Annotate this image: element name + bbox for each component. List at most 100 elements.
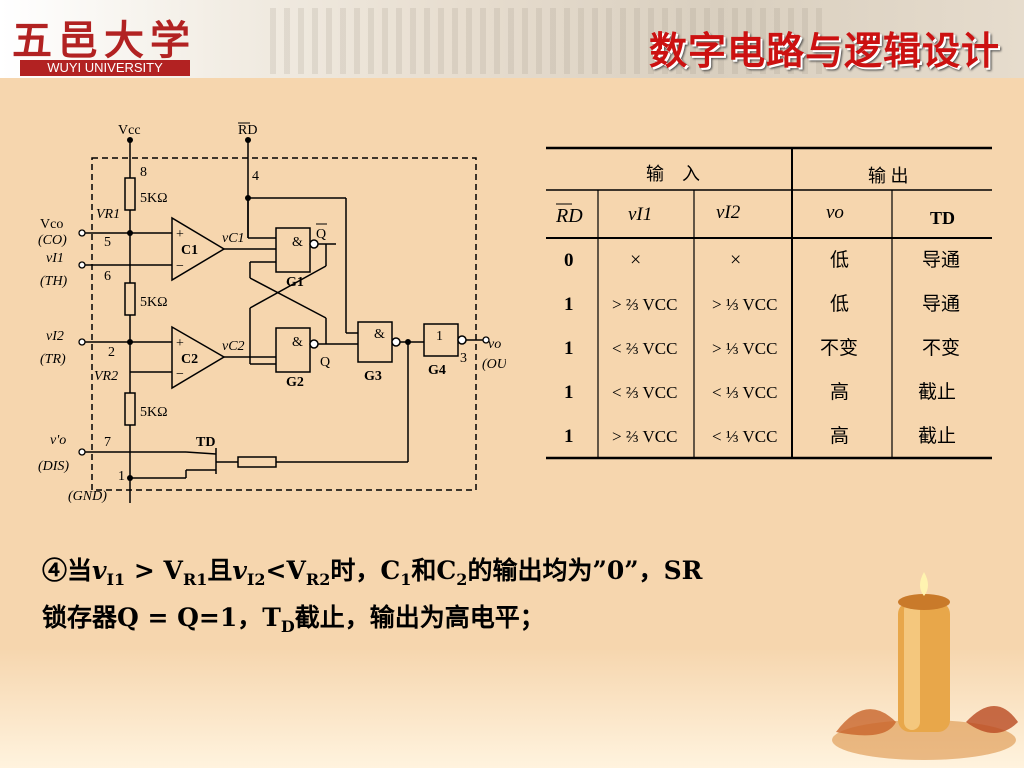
label-pin6: 6 [104, 269, 111, 284]
label-amp-g3: & [374, 327, 385, 342]
col-vo: vo [826, 202, 844, 223]
svg-text:1: 1 [564, 382, 574, 403]
label-plus1: + [176, 227, 184, 242]
page-title: 数字电路与逻辑设计 [648, 29, 1000, 73]
col-vi2: vI2 [716, 202, 741, 223]
svg-text:导通: 导通 [922, 293, 960, 315]
label-tr: (TR) [40, 352, 66, 367]
header-banner: 五邑大学 WUYI UNIVERSITY 数字电路与逻辑设计 [0, 0, 1024, 78]
label-co: (CO) [38, 233, 67, 248]
label-r2: 5KΩ [140, 295, 168, 310]
label-vi1: vI1 [46, 251, 64, 266]
svg-text:截止: 截止 [918, 425, 956, 447]
svg-text:1: 1 [564, 338, 574, 359]
label-vi2: vI2 [46, 329, 64, 344]
label-c1: C1 [181, 243, 198, 258]
truth-table: 输 入 输 出 RD vI1 vI2 vo TD 0 × × 低 导通 1 > … [546, 146, 992, 460]
label-pin2: 2 [108, 345, 115, 360]
table-row: 1 > ⅔ VCC > ⅓ VCC 低 导通 [564, 293, 960, 315]
label-vcc: Vcc [118, 123, 141, 138]
gate-g2 [275, 327, 311, 373]
explanation-line-2: 锁存器Q = Q=1，TD截止，输出为高电平； [42, 603, 545, 636]
header-output: 输 出 [868, 166, 909, 186]
label-r3: 5KΩ [140, 405, 168, 420]
label-out: (OUT) [482, 357, 506, 372]
svg-text:< ⅔ VCC: < ⅔ VCC [612, 339, 678, 358]
svg-text:1: 1 [564, 294, 574, 315]
comparator-c1 [171, 216, 226, 282]
label-vo: vo [488, 337, 501, 352]
label-dis: (DIS) [38, 459, 69, 474]
label-q: Q [320, 355, 330, 370]
svg-text:0: 0 [564, 250, 574, 271]
svg-text:1: 1 [564, 426, 574, 447]
label-pin1: 1 [118, 469, 125, 484]
col-rd: RD [555, 205, 583, 227]
resistor-3 [124, 392, 136, 426]
svg-text:高: 高 [830, 425, 849, 447]
table-row: 1 < ⅔ VCC < ⅓ VCC 高 截止 [564, 381, 956, 403]
svg-text:不变: 不变 [922, 337, 960, 359]
label-g4: G4 [428, 363, 446, 378]
comparator-c2 [171, 325, 226, 390]
label-g1: G1 [286, 275, 304, 290]
chip-boundary [91, 157, 477, 491]
table-row: 0 × × 低 导通 [564, 249, 960, 271]
gate-g1 [275, 227, 311, 273]
label-c2: C2 [181, 352, 198, 367]
label-g2: G2 [286, 375, 304, 390]
label-pin3: 3 [460, 351, 467, 366]
label-vco: Vco [40, 217, 63, 232]
svg-text:< ⅓ VCC: < ⅓ VCC [712, 427, 778, 446]
building-image [270, 8, 830, 74]
svg-text:×: × [630, 249, 641, 271]
resistor-1 [124, 177, 136, 211]
svg-text:< ⅓ VCC: < ⅓ VCC [712, 383, 778, 402]
label-vr2: VR2 [94, 369, 118, 384]
table-row: 1 > ⅔ VCC < ⅓ VCC 高 截止 [564, 425, 956, 447]
svg-text:> ⅔ VCC: > ⅔ VCC [612, 427, 678, 446]
label-qbar: Q [316, 227, 326, 242]
label-r1: 5KΩ [140, 191, 168, 206]
svg-text:导通: 导通 [922, 249, 960, 271]
label-amp-g1: & [292, 235, 303, 250]
svg-text:截止: 截止 [918, 381, 956, 403]
label-pin5: 5 [104, 235, 111, 250]
svg-text:> ⅓ VCC: > ⅓ VCC [712, 339, 778, 358]
label-g3: G3 [364, 369, 382, 384]
label-one-g4: 1 [436, 329, 443, 344]
label-vo-prime: v'o [50, 433, 66, 448]
label-rd: RD [238, 123, 257, 138]
svg-text:< ⅔ VCC: < ⅔ VCC [612, 383, 678, 402]
svg-text:高: 高 [830, 381, 849, 403]
svg-text:> ⅓ VCC: > ⅓ VCC [712, 295, 778, 314]
svg-text:低: 低 [830, 293, 849, 315]
svg-text:不变: 不变 [820, 337, 858, 359]
label-vc2: vC2 [222, 339, 245, 354]
label-vc1: vC1 [222, 231, 245, 246]
label-vr1: VR1 [96, 207, 120, 222]
explanation-text: ④当vI1 > VR1且vI2<VR2时，C1和C2的输出均为”0”，SR 锁存… [42, 552, 902, 646]
resistor-2 [124, 282, 136, 316]
table-row: 1 < ⅔ VCC > ⅓ VCC 不变 不变 [564, 337, 960, 359]
base-resistor [237, 456, 277, 468]
label-pin8: 8 [140, 165, 147, 180]
col-vi1: vI1 [628, 204, 652, 225]
svg-text:> ⅔ VCC: > ⅔ VCC [612, 295, 678, 314]
label-amp-g2: & [292, 335, 303, 350]
label-td: TD [196, 435, 215, 450]
label-gnd: (GND) [68, 489, 107, 504]
label-th: (TH) [40, 274, 68, 289]
header-input: 输 入 [646, 164, 700, 184]
label-minus1: − [176, 259, 184, 274]
label-minus2: − [176, 367, 184, 382]
circuit-diagram: Vcc RD 8 4 5KΩ 5KΩ 5KΩ VR1 VR2 Vco (CO) … [38, 122, 506, 504]
label-plus2: + [176, 336, 184, 351]
university-logo-en: WUYI UNIVERSITY [20, 60, 190, 76]
col-td: TD [930, 208, 955, 228]
label-pin7: 7 [104, 435, 111, 450]
svg-text:×: × [730, 249, 741, 271]
label-pin4: 4 [252, 169, 259, 184]
explanation-line-1: ④当vI1 > VR1且vI2<VR2时，C1和C2的输出均为”0”，SR [42, 556, 703, 589]
svg-text:低: 低 [830, 249, 849, 271]
